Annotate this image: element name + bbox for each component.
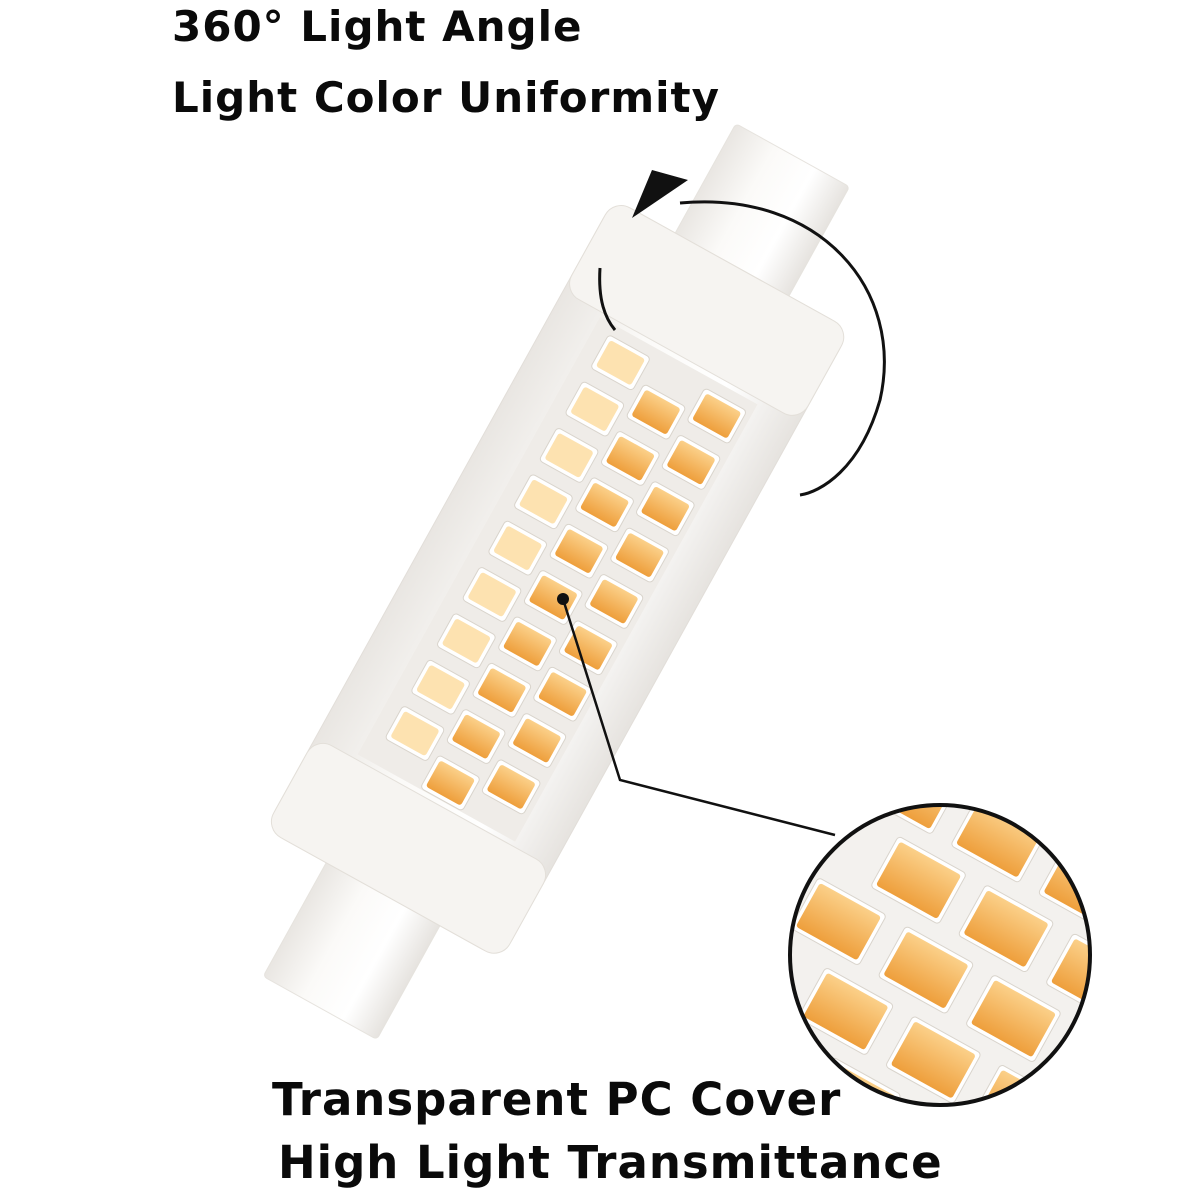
- rotation-arrow-icon: [598, 170, 886, 497]
- led-chip: [533, 666, 592, 722]
- led-chip: [462, 567, 522, 622]
- led-chip: [591, 335, 650, 391]
- led-chip: [539, 428, 599, 483]
- led-chip: [863, 805, 959, 834]
- led-chip: [878, 926, 974, 1014]
- led-chip: [798, 968, 894, 1055]
- collar-bottom: [270, 742, 547, 954]
- led-chip: [446, 709, 506, 764]
- led-chip: [498, 616, 557, 672]
- led-chip: [886, 1016, 981, 1104]
- cover-caption: Transparent PC Cover: [272, 1073, 842, 1126]
- led-chip: [661, 435, 721, 490]
- led-chip: [791, 878, 886, 965]
- led-array: [385, 335, 746, 815]
- callout-line: [557, 593, 836, 837]
- led-chip: [565, 381, 625, 437]
- led-chip: [421, 755, 480, 811]
- led-chip: [610, 527, 669, 583]
- led-chip: [549, 523, 609, 579]
- led-chip: [626, 384, 686, 440]
- led-chip: [958, 885, 1054, 973]
- led-chip: [481, 759, 541, 815]
- led-chip: [584, 574, 644, 629]
- led-chip: [687, 388, 746, 444]
- led-chip: [966, 975, 1061, 1062]
- collar-top: [569, 205, 845, 416]
- transmittance-caption: High Light Transmittance: [278, 1136, 943, 1189]
- led-chip: [871, 836, 966, 924]
- uniformity-caption: Light Color Uniformity: [172, 73, 720, 122]
- led-chip: [575, 477, 634, 533]
- r7s-led-bulb: [264, 124, 849, 1039]
- led-chip: [514, 474, 573, 530]
- led-chip: [1046, 933, 1090, 1021]
- led-chip: [601, 431, 660, 486]
- led-chip: [437, 613, 496, 669]
- magnifier-lens: [788, 803, 1092, 1107]
- led-chip: [488, 520, 547, 576]
- led-chip: [472, 662, 532, 718]
- lens-led-closeup: [790, 805, 1090, 1105]
- led-chip: [385, 706, 445, 761]
- led-chip: [636, 481, 695, 537]
- led-chip: [411, 659, 470, 715]
- light-angle-caption: 360° Light Angle: [172, 2, 583, 51]
- led-chip: [507, 713, 567, 768]
